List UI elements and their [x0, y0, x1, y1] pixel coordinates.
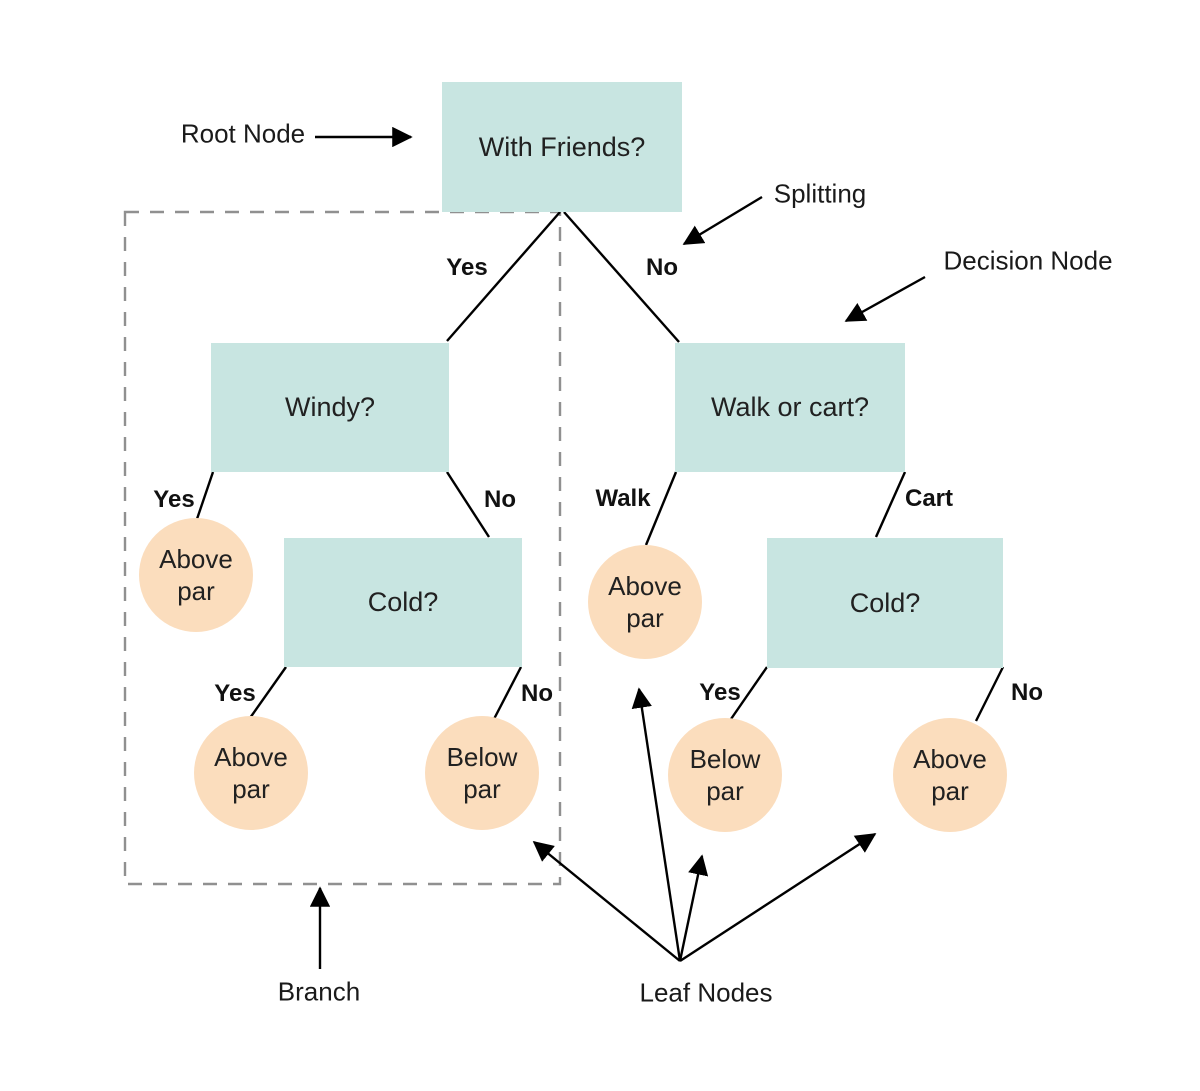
callout-arrow — [682, 195, 763, 246]
tree-edge — [445, 471, 491, 538]
edge-label: Yes — [153, 486, 195, 513]
leaf-node-circle: Above par — [139, 518, 253, 632]
leaf-node-circle: Below par — [668, 718, 782, 832]
edge-label: No — [484, 486, 516, 513]
edge-label: No — [521, 680, 553, 707]
tree-edge — [730, 666, 768, 720]
annotation-decision-node: Decision Node — [943, 245, 1113, 276]
callout-arrow — [631, 687, 682, 962]
node-label: Windy? — [284, 392, 376, 422]
node-label: Walk or cart? — [710, 392, 870, 422]
annotation-root-node: Root Node — [180, 118, 306, 149]
annotation-branch: Branch — [277, 976, 361, 1007]
callout-arrow — [532, 840, 681, 962]
callout-arrow — [679, 832, 877, 963]
edge-label: Walk — [595, 485, 651, 512]
annotation-splitting: Splitting — [773, 178, 867, 209]
decision-node-box: Walk or cart? — [675, 343, 905, 472]
edge-label: Yes — [446, 254, 488, 281]
node-label: With Friends? — [478, 131, 646, 162]
tree-edge — [874, 471, 907, 538]
edge-label: No — [646, 254, 678, 281]
edge-label: No — [1011, 679, 1043, 706]
callout-arrow — [844, 275, 926, 323]
decision-node-box: Cold? — [767, 538, 1003, 668]
node-label: Cold? — [367, 587, 439, 617]
tree-edge — [492, 666, 523, 720]
tree-edge — [195, 471, 215, 520]
decision-node-box: With Friends? — [442, 82, 682, 212]
node-label: Cold? — [849, 587, 921, 618]
tree-edge — [563, 211, 680, 343]
branch-dashed-outline — [123, 210, 562, 886]
leaf-node-circle: Above par — [588, 545, 702, 659]
decision-node-box: Cold? — [284, 538, 522, 667]
leaf-label: Below par — [446, 741, 518, 805]
leaf-node-circle: Above par — [194, 716, 308, 830]
leaf-node-circle: Above par — [893, 718, 1007, 832]
leaf-label: Below par — [689, 743, 761, 807]
decision-node-box: Windy? — [211, 343, 449, 472]
leaf-label: Above par — [214, 741, 288, 805]
leaf-label: Above par — [913, 743, 987, 807]
leaf-label: Above par — [608, 570, 682, 634]
tree-edge — [249, 666, 287, 719]
leaf-label: Above par — [159, 543, 233, 607]
callout-arrow — [678, 854, 709, 962]
edge-label: Yes — [214, 680, 256, 707]
tree-edge — [974, 666, 1005, 722]
tree-edge — [446, 211, 561, 342]
leaf-node-circle: Below par — [425, 716, 539, 830]
edge-label: Yes — [699, 679, 741, 706]
edge-label: Cart — [904, 485, 954, 512]
annotation-leaf-nodes: Leaf Nodes — [639, 977, 773, 1008]
tree-edge — [644, 471, 678, 546]
